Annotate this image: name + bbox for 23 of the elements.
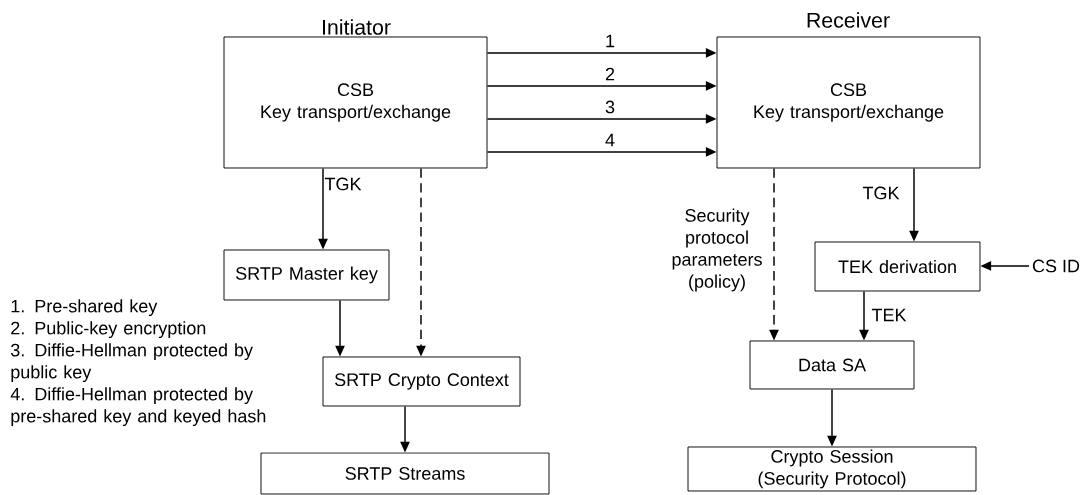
edge-label: 3 bbox=[605, 100, 615, 114]
process-box: TEK derivation bbox=[814, 241, 981, 292]
process-box: SRTP Streams bbox=[260, 452, 550, 495]
input-text: CS ID bbox=[1032, 259, 1080, 273]
role-heading: Initiator bbox=[323, 19, 391, 35]
process-box: Data SA bbox=[749, 340, 915, 390]
edge-label: TGK bbox=[862, 186, 900, 200]
list-item: 2. Public-key encryption bbox=[11, 321, 206, 339]
list-item: 4. Diffie-Hellman protected by pre-shared key and keyed hash bbox=[10, 387, 266, 427]
process-box: Crypto Session (Security Protocol) bbox=[687, 446, 977, 492]
edge-label: 2 bbox=[605, 67, 615, 81]
role-heading: Receiver bbox=[807, 12, 890, 28]
edge-label: Security protocol parameters (policy) bbox=[672, 208, 762, 292]
key-exchange-box: CSB Key transport/exchange bbox=[716, 36, 981, 169]
key-exchange-box: CSB Key transport/exchange bbox=[223, 36, 488, 169]
edge-label: 4 bbox=[605, 133, 615, 147]
edge-label: TEK bbox=[871, 308, 907, 322]
list-item: 3. Diffie-Hellman protected by public key bbox=[10, 343, 253, 383]
edge-label: 1 bbox=[606, 34, 615, 48]
list-item: 1. Pre-shared key bbox=[11, 299, 158, 317]
process-box: SRTP Master key bbox=[223, 249, 390, 301]
process-box: SRTP Crypto Context bbox=[322, 356, 521, 407]
edge-label: TGK bbox=[324, 177, 362, 191]
